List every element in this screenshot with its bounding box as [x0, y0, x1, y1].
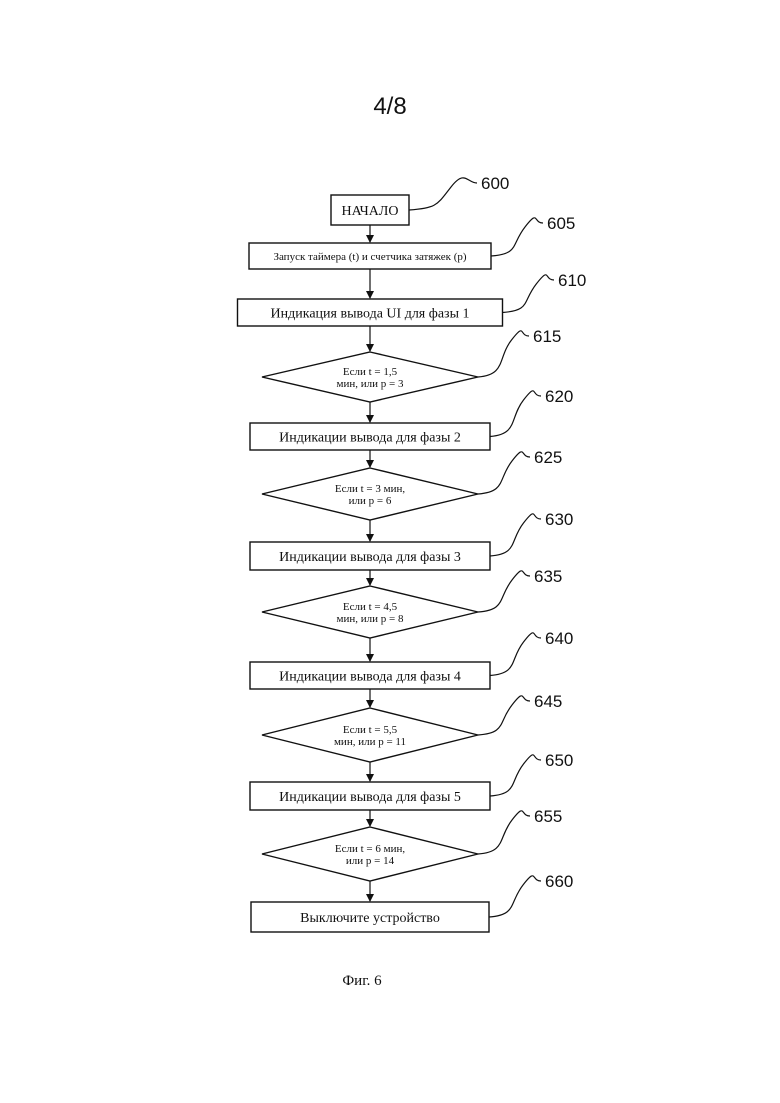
reference-number: 600: [481, 174, 509, 193]
reference-number: 615: [533, 327, 561, 346]
process-node-610: Индикация вывода UI для фазы 1: [238, 299, 503, 326]
node-label: Индикации вывода для фазы 2: [279, 431, 461, 446]
leader-line: [491, 218, 543, 256]
process-node-620: Индикации вывода для фазы 2: [250, 423, 490, 450]
reference-number: 655: [534, 807, 562, 826]
leader-line: [490, 514, 541, 556]
node-label: мин, или p = 8: [337, 613, 404, 625]
reference-number: 650: [545, 751, 573, 770]
leader-line: [503, 275, 555, 313]
process-node-650: Индикации вывода для фазы 5: [250, 782, 490, 810]
leader-line: [478, 811, 530, 854]
decision-node-655: Если t = 6 мин,или p = 14: [262, 827, 478, 881]
node-label: или p = 6: [349, 495, 392, 507]
terminal-node-600: НАЧАЛО: [331, 195, 409, 225]
node-label: мин, или p = 3: [337, 378, 404, 390]
leader-line: [409, 178, 477, 210]
node-label: Если t = 1,5: [343, 366, 398, 378]
reference-number: 610: [558, 271, 586, 290]
decision-node-645: Если t = 5,5мин, или p = 11: [262, 708, 478, 762]
process-node-640: Индикации вывода для фазы 4: [250, 662, 490, 689]
reference-number: 620: [545, 387, 573, 406]
node-label: Если t = 4,5: [343, 601, 398, 613]
leader-line: [478, 331, 529, 377]
leader-line: [478, 571, 530, 612]
reference-number: 660: [545, 872, 573, 891]
leader-line: [478, 452, 530, 494]
node-label: НАЧАЛО: [342, 204, 399, 219]
node-label: Индикации вывода для фазы 5: [279, 790, 461, 805]
node-label: мин, или p = 11: [334, 736, 406, 748]
node-label: или p = 14: [346, 855, 395, 867]
process-node-630: Индикации вывода для фазы 3: [250, 542, 490, 570]
sheet-number: 4/8: [373, 93, 406, 120]
node-label: Выключите устройство: [300, 911, 440, 926]
node-label: Если t = 6 мин,: [335, 843, 405, 855]
reference-number: 640: [545, 629, 573, 648]
node-label: Индикации вывода для фазы 3: [279, 550, 461, 565]
reference-number: 630: [545, 510, 573, 529]
figure-caption: Фиг. 6: [342, 973, 382, 989]
reference-number: 635: [534, 567, 562, 586]
leader-line: [489, 876, 541, 917]
leader-line: [490, 755, 541, 796]
reference-number: 605: [547, 214, 575, 233]
node-label: Индикации вывода для фазы 4: [279, 670, 461, 685]
reference-number: 645: [534, 692, 562, 711]
process-node-605: Запуск таймера (t) и счетчика затяжек (p…: [249, 243, 491, 269]
node-label: Индикация вывода UI для фазы 1: [271, 307, 470, 322]
reference-number: 625: [534, 448, 562, 467]
decision-node-615: Если t = 1,5мин, или p = 3: [262, 352, 478, 402]
leader-line: [490, 391, 541, 437]
decision-node-625: Если t = 3 мин,или p = 6: [262, 468, 478, 520]
leader-line: [478, 696, 530, 735]
decision-node-635: Если t = 4,5мин, или p = 8: [262, 586, 478, 638]
node-label: Запуск таймера (t) и счетчика затяжек (p…: [273, 251, 466, 263]
process-node-660: Выключите устройство: [251, 902, 489, 932]
node-label: Если t = 3 мин,: [335, 483, 405, 495]
node-label: Если t = 5,5: [343, 724, 398, 736]
leader-line: [490, 633, 541, 676]
